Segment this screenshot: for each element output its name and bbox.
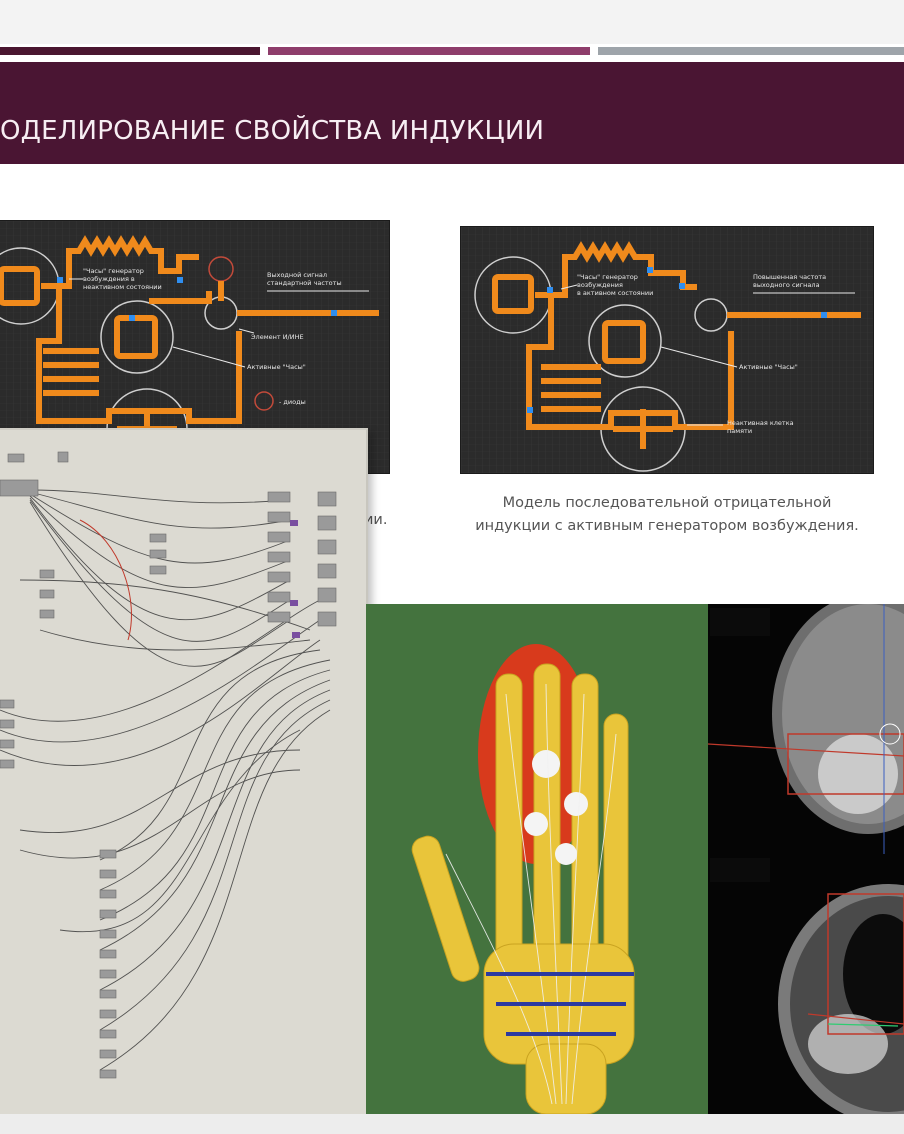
svg-text:"Часы" генератор: "Часы" генератор <box>83 267 144 275</box>
svg-text:Элемент И/ИНЕ: Элемент И/ИНЕ <box>251 333 304 341</box>
right-caption-line2: индукции с активным генератором возбужде… <box>475 518 859 534</box>
circle-active-clock <box>588 304 662 378</box>
slide-title: ОДЕЛИРОВАНИЕ СВОЙСТВА ИНДУКЦИИ <box>0 116 545 146</box>
circle-active-clock <box>100 300 174 374</box>
signal-markers <box>527 267 827 413</box>
svg-text:стандартной частоты: стандартной частоты <box>267 279 342 287</box>
svg-text:возбуждения в: возбуждения в <box>83 275 135 283</box>
right-caption: Модель последовательной отрицательной ин… <box>450 492 884 538</box>
ct-coronal-svg <box>708 604 904 854</box>
clock-loop <box>492 274 534 314</box>
svg-text:- диоды: - диоды <box>279 398 306 406</box>
accent-bar-gray <box>598 47 904 55</box>
legend-diode-icon <box>254 391 274 411</box>
node-wires <box>0 489 331 1071</box>
svg-text:выходного сигнала: выходного сигнала <box>753 281 820 289</box>
accent-bar-dark <box>0 47 260 55</box>
circuit-wires <box>526 241 861 449</box>
circuit-labels: "Часы" генератор возбуждения в неактивно… <box>83 267 342 406</box>
right-circuit-svg: "Часы" генератор возбуждения в активном … <box>461 227 873 473</box>
svg-text:неактивном состоянии: неактивном состоянии <box>83 283 162 291</box>
ct-scan-coronal <box>708 604 904 854</box>
hand-model-photo <box>366 604 708 1114</box>
svg-text:Активные "Часы": Активные "Часы" <box>739 363 798 371</box>
blue-ties <box>486 972 634 1036</box>
svg-text:памяти: памяти <box>727 427 752 435</box>
svg-text:Повышенная частота: Повышенная частота <box>753 273 826 281</box>
purple-nodes <box>290 520 300 638</box>
right-caption-line1: Модель последовательной отрицательной <box>502 495 832 511</box>
svg-text:Неактивная клетка: Неактивная клетка <box>727 419 794 427</box>
highlight-wire <box>79 519 132 641</box>
right-circuit-diagram: "Часы" генератор возбуждения в активном … <box>460 226 874 474</box>
left-caption-fragment: ии. <box>364 512 388 528</box>
ct-scan-axial <box>708 854 904 1114</box>
ct-overlay-text <box>710 608 770 636</box>
ct-axial-svg <box>708 854 904 1114</box>
graph-nodes <box>0 451 337 1079</box>
circuit-labels: "Часы" генератор возбуждения в активном … <box>577 273 826 435</box>
clock-loop-active <box>114 315 158 359</box>
clock-loop <box>0 266 40 306</box>
bottom-strip <box>0 1114 904 1134</box>
svg-text:возбуждения: возбуждения <box>577 281 623 289</box>
top-strip <box>0 0 904 44</box>
node-graph-screenshot <box>0 428 368 1115</box>
title-band <box>0 62 904 164</box>
white-pads <box>524 750 588 865</box>
accent-bar-mid <box>268 47 590 55</box>
node-graph-svg <box>0 451 337 1079</box>
svg-text:Активные "Часы": Активные "Часы" <box>247 363 306 371</box>
signal-markers <box>57 277 337 321</box>
hand-model-svg <box>366 604 708 1114</box>
label-pointers <box>560 284 855 426</box>
clock-loop-active <box>602 320 646 364</box>
svg-text:в активном состоянии: в активном состоянии <box>577 289 653 297</box>
svg-text:Выходной сигнал: Выходной сигнал <box>267 271 327 279</box>
label-pointers <box>69 278 369 368</box>
svg-text:"Часы" генератор: "Часы" генератор <box>577 273 638 281</box>
left-circuit-diagram: "Часы" генератор возбуждения в неактивно… <box>0 220 390 474</box>
